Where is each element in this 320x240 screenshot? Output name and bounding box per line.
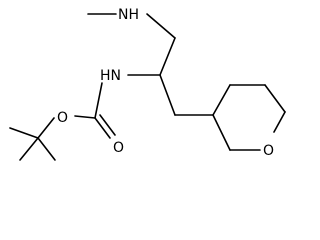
bond-carbonyl-double-2 — [99, 114, 116, 136]
bond-hn-carbonyl — [94, 82, 103, 119]
atom-label-ester-o: O — [57, 110, 68, 126]
bond-ch-linker — [159, 74, 176, 116]
bond-ring-c3-c4 — [212, 84, 231, 116]
bond-nh-ch2 — [146, 13, 176, 39]
atom-label-carbonyl-o: O — [113, 140, 124, 156]
bond-ch2-ch — [159, 37, 176, 76]
atom-label-amine-nh: NH — [118, 7, 139, 23]
bond-ring-c6-o — [273, 111, 286, 133]
bond-carbonyl-double-1 — [94, 117, 111, 139]
bond-tbu-methyl-2 — [19, 137, 39, 161]
atom-label-ring-o: O — [263, 143, 274, 159]
bond-tbu-methyl-1 — [9, 127, 39, 139]
bond-carbonyl-oester — [74, 115, 96, 119]
bond-ring-c5-c6 — [264, 84, 286, 113]
structure-canvas: NH HN O O O — [9, 7, 286, 161]
molecule-drawing: NH HN O O O — [9, 7, 286, 161]
bond-tbu-methyl-3 — [37, 137, 56, 161]
bond-oester-tbu — [37, 117, 55, 139]
bond-ring-c2-c3 — [212, 114, 231, 151]
atom-label-carbamate-hn: HN — [100, 68, 121, 84]
